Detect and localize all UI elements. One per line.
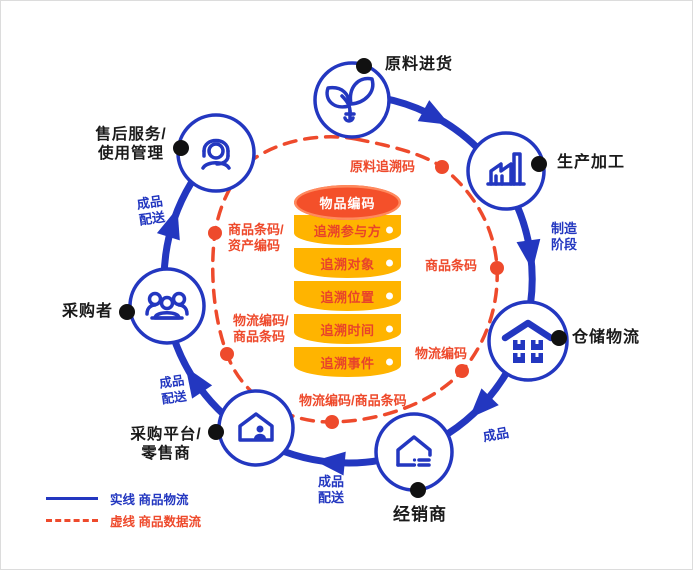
legend-solid-label: 实线 商品物流 bbox=[110, 492, 189, 507]
manufacturing-stage-label: 制造 阶段 bbox=[551, 221, 578, 253]
marker-purchaser bbox=[119, 304, 135, 320]
marker-production bbox=[531, 156, 547, 172]
dot-logistics-left bbox=[220, 347, 234, 361]
marker-retailer bbox=[208, 424, 224, 440]
headset-icon bbox=[201, 138, 231, 170]
house-list-icon bbox=[396, 435, 432, 467]
node-markers bbox=[119, 58, 567, 498]
node-retailer bbox=[217, 389, 295, 467]
legend-row-solid: 实线 商品物流 bbox=[46, 487, 201, 509]
dot-logistics-bottom bbox=[325, 415, 339, 429]
legend-row-dashed: 虚线 商品数据流 bbox=[46, 509, 201, 531]
band-label: 追溯事件 bbox=[320, 355, 375, 371]
marker-after-sales bbox=[173, 140, 189, 156]
marker-raw-material bbox=[356, 58, 372, 74]
delivery-bottom-label: 成品 配送 bbox=[317, 474, 345, 506]
node-warehouse bbox=[487, 300, 569, 382]
cylinder-bands: 追溯参与方 追溯对象 追溯位置 追溯时间 追溯事件 bbox=[294, 215, 401, 380]
warehouse-icon bbox=[501, 319, 555, 363]
band-label: 追溯对象 bbox=[320, 256, 375, 272]
cylinder-band-time: 追溯时间 bbox=[294, 314, 401, 344]
logistics-barcode-bottom-label: 物流编码/商品条码 bbox=[299, 393, 407, 408]
delivery-left-label: 成品 配送 bbox=[158, 373, 188, 407]
cylinder-band-participants: 追溯参与方 bbox=[294, 215, 401, 245]
raw-trace-code-label: 原料追溯码 bbox=[350, 159, 416, 174]
traceability-database-cylinder: 物品编码 追溯参与方 追溯对象 追溯位置 追溯时间 追溯事件 bbox=[294, 185, 401, 381]
arrowhead-production-to-warehouse bbox=[516, 238, 541, 271]
arrowhead-purchaser-to-aftersales bbox=[156, 208, 180, 241]
marker-distributor bbox=[410, 482, 426, 498]
node-distributor bbox=[374, 412, 454, 492]
arrowhead-warehouse-to-distributor bbox=[469, 388, 499, 419]
arrowhead-distributor-to-retailer bbox=[314, 451, 346, 476]
raw-material-label: 原料进货 bbox=[385, 56, 454, 73]
node-purchaser bbox=[128, 267, 206, 345]
legend-dashed-label: 虚线 商品数据流 bbox=[110, 514, 201, 529]
node-raw-material bbox=[313, 61, 391, 139]
data-flow-dots bbox=[208, 160, 504, 429]
barcode-asset-label: 商品条码/ 资产编码 bbox=[228, 222, 284, 254]
purchaser-label: 采购者 bbox=[62, 303, 114, 320]
band-dot bbox=[386, 226, 393, 234]
dot-barcode-asset bbox=[208, 226, 222, 240]
cylinder-cap: 物品编码 bbox=[294, 185, 401, 220]
logistics-code-right-label: 物流编码 bbox=[415, 346, 468, 361]
band-dot bbox=[386, 259, 393, 267]
sprout-icon bbox=[325, 76, 375, 123]
dot-logistics-right bbox=[455, 364, 469, 378]
legend: 实线 商品物流 虚线 商品数据流 bbox=[46, 487, 201, 531]
distributor-label: 经销商 bbox=[393, 505, 447, 524]
shop-person-icon bbox=[238, 412, 274, 442]
band-label: 追溯位置 bbox=[320, 289, 375, 305]
band-dot bbox=[386, 358, 393, 366]
node-after-sales bbox=[176, 113, 256, 193]
cylinder-band-event: 追溯事件 bbox=[294, 347, 401, 377]
retailer-label: 采购平台/ 零售商 bbox=[130, 426, 202, 463]
arrowhead-retailer-to-purchaser bbox=[185, 366, 213, 399]
production-label: 生产加工 bbox=[557, 154, 626, 171]
solid-line-swatch bbox=[46, 496, 98, 500]
cylinder-band-location: 追溯位置 bbox=[294, 281, 401, 311]
logistics-barcode-left-label: 物流编码/ 商品条码 bbox=[233, 313, 289, 345]
band-label: 追溯时间 bbox=[320, 322, 375, 338]
band-dot bbox=[386, 292, 393, 300]
factory-icon bbox=[486, 152, 526, 186]
dot-barcode-right bbox=[490, 261, 504, 275]
people-icon bbox=[145, 291, 189, 320]
cylinder-band-object: 追溯对象 bbox=[294, 248, 401, 278]
flow-arrowheads bbox=[156, 100, 541, 476]
dashed-line-swatch bbox=[46, 518, 98, 522]
after-sales-label: 售后服务/ 使用管理 bbox=[95, 126, 167, 163]
warehouse-label: 仓储物流 bbox=[572, 329, 641, 346]
barcode-right-label: 商品条码 bbox=[425, 258, 478, 273]
node-production bbox=[466, 131, 546, 211]
band-dot bbox=[386, 325, 393, 333]
band-label: 追溯参与方 bbox=[313, 223, 382, 239]
delivery-top-left-label: 成品 配送 bbox=[135, 193, 166, 228]
arrowhead-raw-to-production bbox=[417, 100, 450, 125]
dot-raw-trace-code bbox=[435, 160, 449, 174]
marker-warehouse bbox=[551, 330, 567, 346]
